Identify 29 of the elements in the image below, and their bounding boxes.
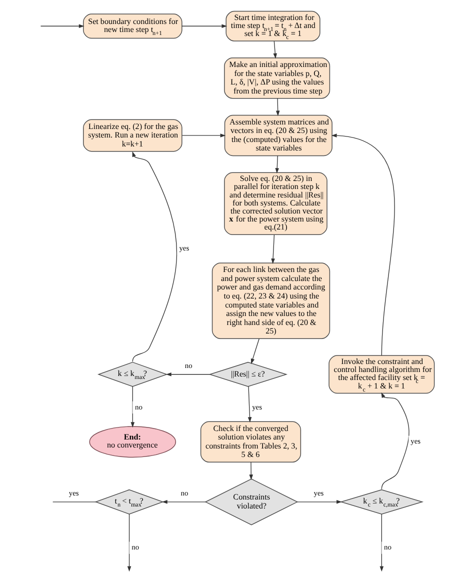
- arrow: [182, 24, 228, 28]
- arrow: [276, 98, 280, 116]
- arrow: [127, 514, 132, 572]
- arrow: [380, 514, 384, 572]
- arrow: [297, 500, 342, 504]
- edge-label: no: [384, 542, 392, 552]
- edge-label: yes: [252, 402, 262, 412]
- edge-label: yes: [68, 488, 79, 498]
- arrow: [273, 40, 278, 59]
- edge-label: no: [184, 361, 192, 370]
- arrow: [162, 500, 206, 504]
- arrow: [130, 386, 135, 428]
- edge-label: yes: [179, 244, 190, 253]
- arrow: [381, 392, 410, 490]
- edge-label: yes: [410, 436, 421, 446]
- edge-label: no: [180, 488, 188, 498]
- arrow: [132, 151, 178, 362]
- arrow: [182, 134, 226, 138]
- arrow: [166, 372, 210, 376]
- arrow: [249, 462, 253, 480]
- edge-label: yes: [314, 488, 324, 498]
- arrow: [40, 24, 84, 28]
- arrow: [331, 134, 395, 356]
- edge-label: no: [135, 402, 142, 412]
- arrow: [271, 234, 275, 264]
- arrow: [275, 155, 279, 174]
- edge-label: no: [132, 542, 140, 552]
- arrow: [248, 386, 252, 423]
- arrow: [250, 338, 260, 364]
